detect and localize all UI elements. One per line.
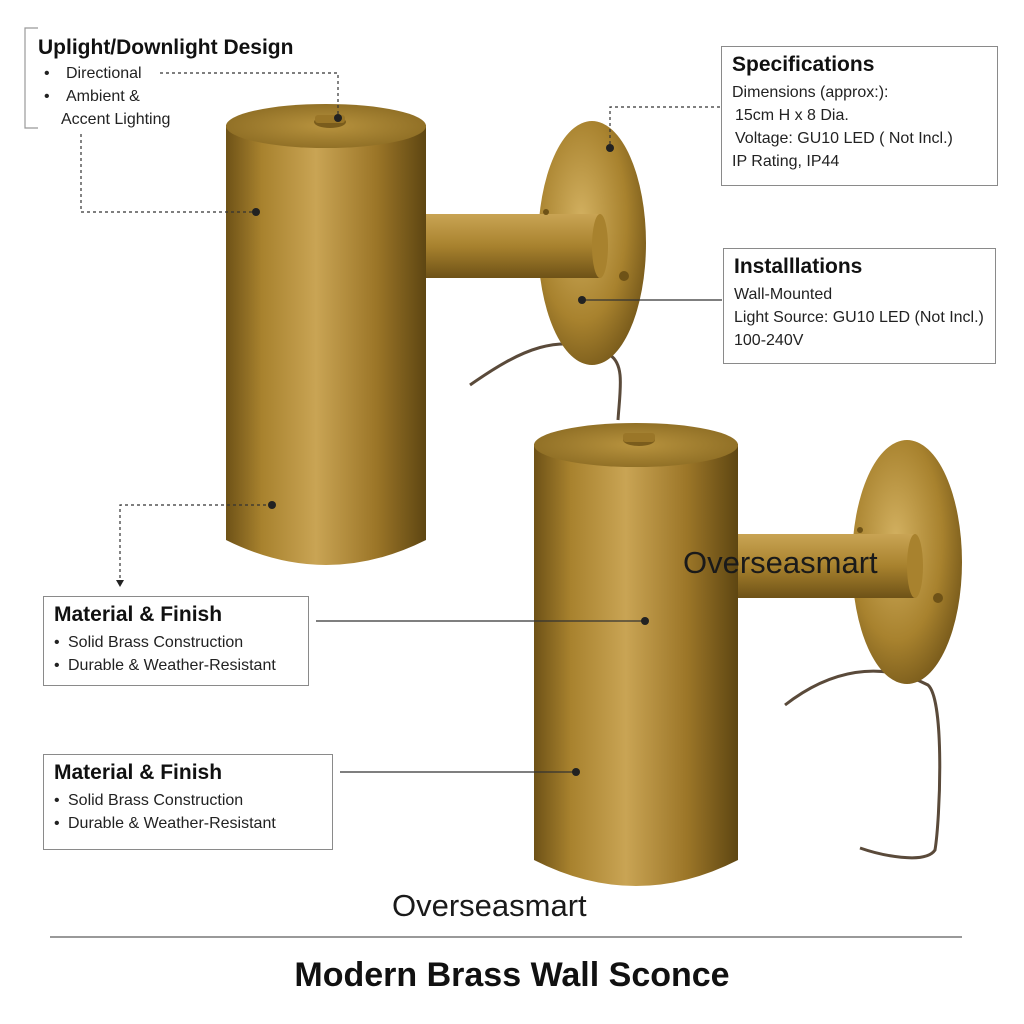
product-title: Modern Brass Wall Sconce xyxy=(294,956,730,994)
power-cable xyxy=(784,669,942,860)
cylinder-body xyxy=(226,125,426,565)
spec-line: Voltage: GU10 LED ( Not Incl.) xyxy=(735,130,953,147)
uplight-item-text: Ambient & xyxy=(66,88,140,105)
installations-callout: Installlations Wall-Mounted Light Source… xyxy=(723,248,996,364)
uplight-callout: Uplight/Downlight Design •Directional •A… xyxy=(38,36,293,131)
uplight-item: •Ambient & xyxy=(44,88,140,105)
material-item: Durable & Weather-Resistant xyxy=(54,812,322,835)
install-line: 100-240V xyxy=(734,332,804,349)
leader-lines xyxy=(24,27,722,773)
material-item: Durable & Weather-Resistant xyxy=(54,654,298,677)
uplight-title: Uplight/Downlight Design xyxy=(38,36,294,59)
uplight-item: •Directional xyxy=(44,65,142,82)
installations-title: Installlations xyxy=(734,255,863,278)
material-finish-callout-1: Material & Finish Solid Brass Constructi… xyxy=(43,596,309,686)
install-line: Light Source: GU10 LED (Not Incl.) xyxy=(734,309,984,326)
mounting-arm xyxy=(415,214,600,278)
specifications-callout: Specifications Dimensions (approx:): 15c… xyxy=(721,46,998,186)
mounting-arm xyxy=(730,534,915,598)
watermark: Overseasmart xyxy=(392,888,587,923)
uplight-item: Accent Lighting xyxy=(38,108,293,131)
spec-line: Dimensions (approx:): xyxy=(732,84,889,101)
sconce-lower xyxy=(534,423,962,886)
material-finish-callout-2: Material & Finish Solid Brass Constructi… xyxy=(43,754,333,850)
material-title: Material & Finish xyxy=(54,603,223,626)
specifications-title: Specifications xyxy=(732,53,875,76)
uplight-item-text: Accent Lighting xyxy=(61,111,171,128)
divider xyxy=(50,936,962,938)
spec-line: IP Rating, IP44 xyxy=(732,153,840,170)
leader-dots xyxy=(116,114,649,776)
cylinder-body xyxy=(534,444,738,886)
spec-line: 15cm H x 8 Dia. xyxy=(735,107,849,124)
watermark: Overseasmart xyxy=(683,545,878,580)
install-line: Wall-Mounted xyxy=(734,286,833,303)
material-title: Material & Finish xyxy=(54,761,223,784)
sconce-upper xyxy=(226,104,646,565)
uplight-item-text: Directional xyxy=(66,65,142,82)
material-item: Solid Brass Construction xyxy=(54,789,322,812)
material-item: Solid Brass Construction xyxy=(54,631,298,654)
